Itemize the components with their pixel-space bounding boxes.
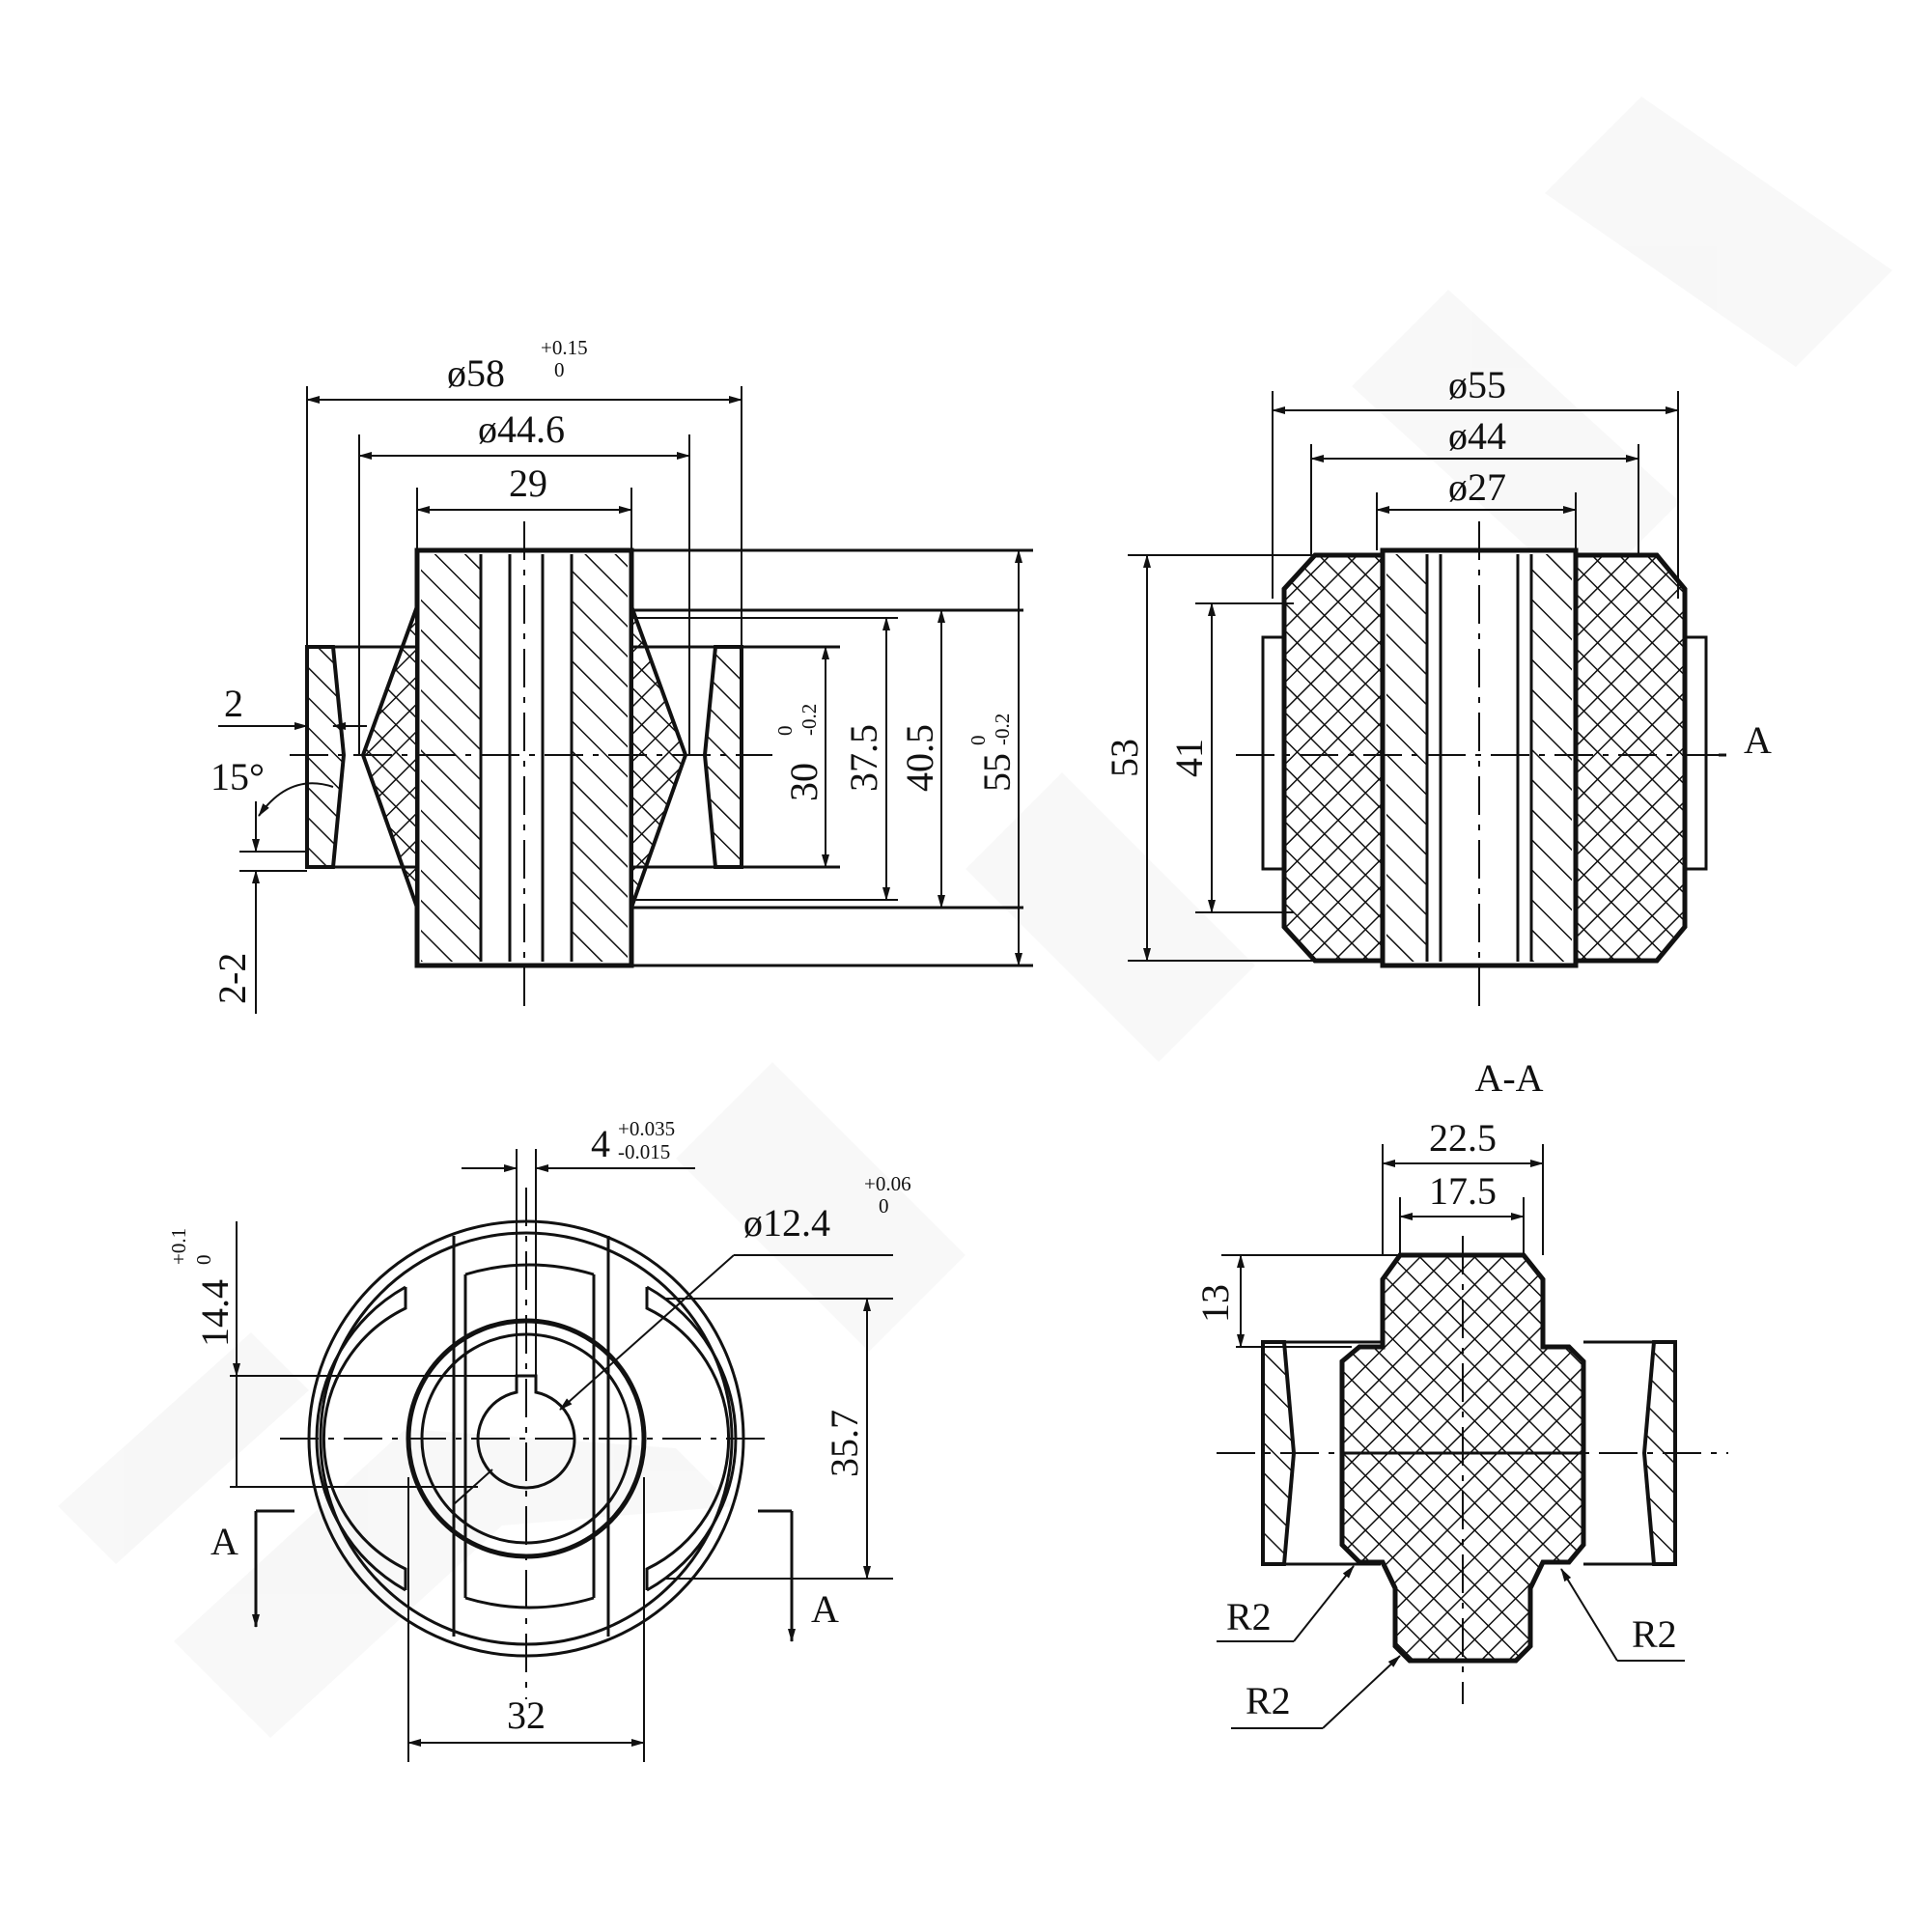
width-32-label: 32: [507, 1693, 546, 1737]
radius-bottom-label: R2: [1246, 1679, 1291, 1722]
dia-27-label: ø27: [1448, 465, 1506, 509]
height-13-label: 13: [1193, 1284, 1237, 1323]
dia-58-tol-upper: +0.15: [541, 336, 588, 359]
width-22-5-label: 22.5: [1429, 1116, 1497, 1160]
bore-tol-upper: +0.06: [864, 1172, 911, 1195]
section-arrow-left-label: A: [210, 1520, 238, 1563]
key-width-tol-upper: +0.035: [618, 1117, 675, 1140]
rubber-right: [630, 605, 688, 909]
height-30-tol-upper: 0: [773, 726, 797, 737]
height-41-label: 41: [1167, 739, 1211, 777]
bore-tol-lower: 0: [879, 1194, 889, 1217]
width-17-5-label: 17.5: [1429, 1169, 1497, 1213]
key-depth-tol-upper: +0.1: [167, 1228, 190, 1265]
section-arrow-right-label: A: [811, 1587, 839, 1631]
height-30-label: 30: [782, 763, 826, 801]
height-55-label: 55: [975, 753, 1019, 792]
dia-58-label: ø58: [447, 351, 505, 395]
angle-15-label: 15°: [210, 755, 265, 798]
key-width-label: 4: [591, 1122, 610, 1165]
section-aa-title: A-A: [1474, 1056, 1543, 1100]
bore-dia-label: ø12.4: [743, 1201, 830, 1245]
key-depth-label: 14.4: [193, 1279, 237, 1347]
dia-44-label: ø44: [1448, 414, 1506, 458]
rubber-left: [360, 605, 419, 909]
height-40-5-label: 40.5: [898, 724, 941, 792]
section-aa-view: A-A 22.5 17.5 13 R2 R2: [1193, 1056, 1728, 1729]
height-30-tol-lower: -0.2: [798, 704, 821, 736]
dia-44-6-label: ø44.6: [478, 407, 565, 451]
dia-58-tol-lower: 0: [554, 358, 565, 381]
lip-2-label: 2: [224, 682, 243, 725]
end-view: 4 +0.035 -0.015 ø12.4 +0.06 0 14.4 +0.1 …: [167, 1117, 911, 1762]
section-2-2-label: 2-2: [210, 953, 254, 1004]
height-55-tol-lower: -0.2: [991, 714, 1014, 745]
section-mark-a: A: [1744, 718, 1772, 762]
key-width-tol-lower: -0.015: [618, 1140, 670, 1163]
height-35-7-label: 35.7: [823, 1410, 866, 1477]
dia-55-label: ø55: [1448, 363, 1506, 406]
front-view: ø58 +0.15 0 ø44.6 29 2 15° 2-2 30 0 -0.2…: [210, 336, 1033, 1014]
width-29-label: 29: [509, 462, 547, 505]
height-37-5-label: 37.5: [842, 724, 885, 792]
side-view: A ø55 ø44 ø27 53 41: [1103, 363, 1772, 1014]
height-55-tol-upper: 0: [966, 736, 990, 746]
height-53-label: 53: [1103, 739, 1146, 777]
radius-right-label: R2: [1632, 1612, 1677, 1656]
key-depth-tol-lower: 0: [192, 1255, 215, 1266]
radius-left-label: R2: [1226, 1595, 1272, 1638]
